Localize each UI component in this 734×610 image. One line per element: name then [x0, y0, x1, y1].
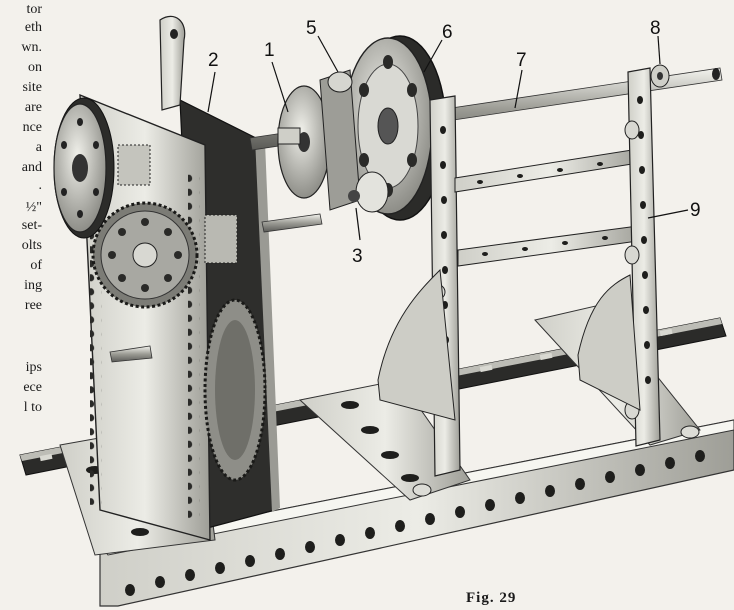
upper-crossbar — [454, 147, 646, 193]
text-line: of — [30, 258, 42, 273]
pulley-wheel — [53, 97, 115, 239]
callout-9: 9 — [690, 200, 701, 221]
text-line: ½" — [25, 200, 42, 215]
text-line: eth — [24, 20, 42, 35]
text-line: tor — [26, 2, 42, 17]
callout-5: 5 — [306, 18, 317, 39]
middle-flanged-plate — [377, 268, 456, 421]
text-line: on — [28, 60, 42, 75]
middle-foot-strip — [298, 379, 471, 501]
clutch-mechanism — [319, 69, 389, 213]
text-line: a — [35, 140, 42, 155]
text-line: l to — [23, 400, 42, 415]
callout-6: 6 — [442, 22, 453, 43]
figure-caption: Fig. 29 — [466, 590, 517, 606]
right-flanged-plate — [577, 274, 641, 411]
collar — [650, 64, 670, 88]
text-line: . — [38, 178, 43, 193]
callout-1: 1 — [264, 40, 275, 61]
text-line: and — [21, 160, 42, 175]
pinion-gear — [204, 214, 238, 264]
text-line: ree — [24, 298, 42, 313]
text-line: ece — [23, 380, 42, 395]
cut-off-text-column: tor eth wn. on site are nce a and . ½" s… — [0, 0, 46, 430]
lower-stub-rod — [109, 345, 153, 363]
text-line: ips — [25, 360, 42, 375]
lower-crossbar — [457, 224, 646, 267]
leader-lines — [207, 35, 689, 241]
crank-arm — [159, 15, 186, 111]
small-pinion-left — [117, 144, 151, 186]
callout-8: 8 — [650, 18, 661, 39]
stub-rod — [261, 213, 323, 233]
text-line: site — [22, 80, 42, 95]
text-line: wn. — [21, 40, 42, 55]
text-line: ing — [24, 278, 42, 293]
callout-3: 3 — [352, 246, 363, 267]
callout-2: 2 — [208, 50, 219, 71]
text-line: olts — [21, 238, 42, 253]
text-line: are — [24, 100, 42, 115]
text-line: set- — [21, 218, 42, 233]
lower-gear — [203, 298, 267, 482]
large-spur-gear — [91, 201, 199, 309]
callout-7: 7 — [516, 50, 527, 71]
text-line: nce — [22, 120, 42, 135]
